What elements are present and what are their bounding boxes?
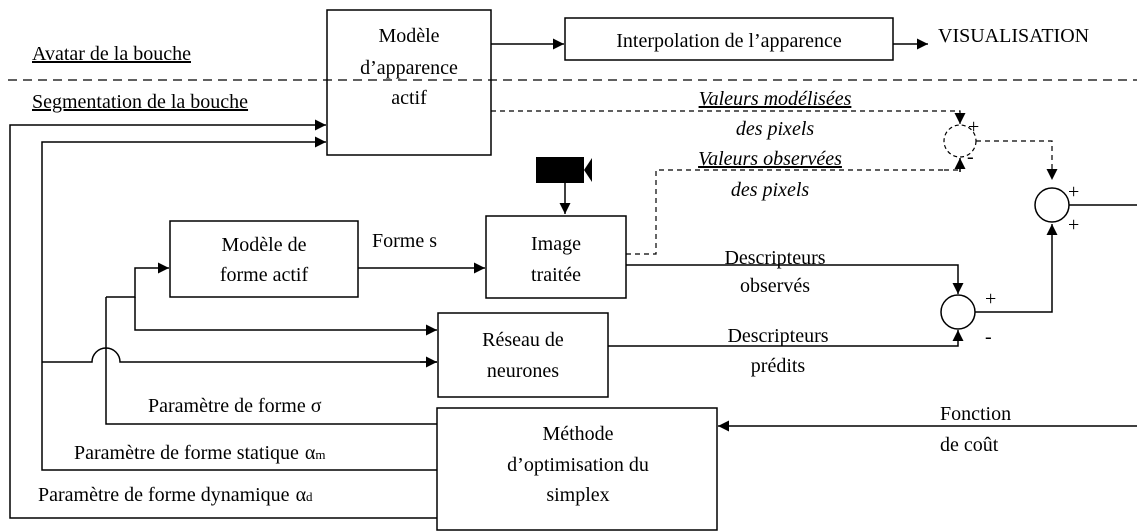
shape-model-box (169, 220, 359, 298)
interpolation-box (564, 17, 894, 61)
observed-pixels-path (626, 169, 945, 255)
visualisation-label: VISUALISATION (938, 25, 1089, 47)
simplex-label-1: Méthode (542, 423, 613, 445)
sigma-feedback-line (105, 297, 437, 425)
appearance-model-label-3: actif (391, 87, 427, 109)
dynamic-param-feedback (9, 119, 437, 519)
observed-pixels-label-2: des pixels (731, 179, 810, 201)
appearance-model-box (326, 9, 492, 156)
neural-network-label-1: Réseau de (482, 329, 564, 351)
appearance-model-label-1: Modèle (378, 25, 439, 47)
camera-icon (536, 157, 592, 214)
processed-image-label-1: Image (531, 233, 581, 255)
observed-descriptors-path (626, 264, 964, 294)
crossing-hop (42, 347, 437, 363)
param-dynamic-text: Paramètre de forme dynamique (38, 484, 290, 506)
shape-model-label-1: Modèle de (222, 234, 307, 256)
appearance-model-label-2: d’apparence (360, 57, 458, 79)
param-dynamic-subscript: d (306, 489, 313, 504)
param-dynamic-label: Paramètre de forme dynamique αd (38, 484, 313, 506)
observed-pixels-label-1: Valeurs observées (698, 148, 842, 170)
segmentation-section-label: Segmentation de la bouche (32, 91, 248, 113)
predicted-descriptors-path (608, 330, 964, 347)
cost-function-label-2: de coût (940, 434, 999, 456)
neural-network-box (437, 312, 609, 398)
processed-image-label-2: traitée (531, 264, 581, 286)
shape-model-label-2: forme actif (220, 264, 309, 286)
predicted-descriptors-label-2: prédits (751, 355, 806, 377)
static-param-feedback (41, 136, 437, 471)
param-static-subscript: m (315, 447, 325, 462)
param-dynamic-symbol: α (296, 484, 307, 506)
modeled-pixels-label-2: des pixels (736, 118, 815, 140)
shape-s-label: Forme s (372, 230, 437, 252)
total-sum-junction (1034, 187, 1070, 223)
param-static-label: Paramètre de forme statique αm (74, 442, 326, 464)
descriptor-sum-junction (940, 294, 976, 330)
sign-minus-descriptor: - (985, 326, 992, 348)
sigma-to-shape-model (106, 262, 169, 298)
descriptor-junction-output (975, 224, 1058, 313)
cost-function-label-1: Fonction (940, 403, 1011, 425)
simplex-label-3: simplex (546, 484, 609, 506)
sign-plus-total-top: + (1068, 181, 1079, 203)
pixel-junction-output (976, 140, 1058, 180)
param-sigma-label: Paramètre de forme σ (148, 395, 322, 417)
sign-plus-total-bottom: + (1068, 214, 1079, 236)
param-static-symbol: α (305, 442, 316, 464)
neural-network-label-2: neurones (487, 360, 559, 382)
avatar-section-label: Avatar de la bouche (32, 43, 191, 65)
interpolation-label: Interpolation de l’apparence (616, 30, 842, 52)
simplex-label-2: d’optimisation du (507, 454, 649, 476)
observed-descriptors-label-1: Descripteurs (724, 247, 825, 269)
sign-minus-pixel: - (967, 146, 974, 168)
param-static-text: Paramètre de forme statique (74, 442, 299, 464)
sign-plus-pixel: + (968, 116, 979, 138)
simplex-box (436, 407, 718, 531)
sigma-to-neural-network (134, 297, 437, 336)
modeled-pixels-path (491, 110, 966, 124)
modeled-pixels-label-1: Valeurs modélisées (699, 88, 852, 110)
sign-plus-descriptor: + (985, 288, 996, 310)
observed-descriptors-label-2: observés (740, 275, 810, 297)
predicted-descriptors-label-1: Descripteurs (727, 325, 828, 347)
processed-image-box (485, 215, 627, 299)
